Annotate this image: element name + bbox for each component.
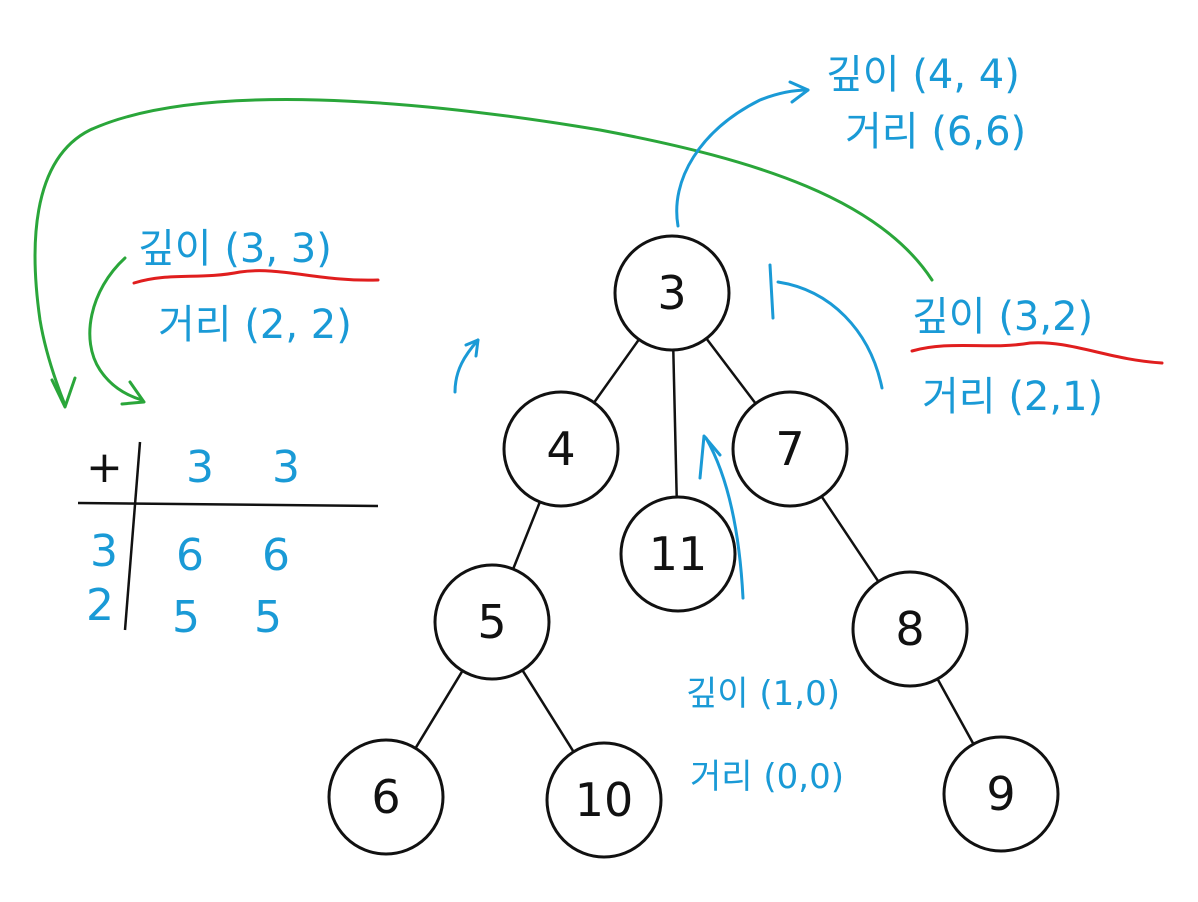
sum-table: + 3 3 3 6 6 2 5 5 [77, 441, 379, 643]
blue-arrow-top [675, 88, 810, 228]
tree-node: 11 [619, 495, 737, 613]
tree-edge [672, 349, 678, 498]
table-cell: 6 [262, 530, 290, 581]
tree-nodes: 3 4 11 7 5 8 6 10 9 [327, 234, 1060, 859]
annotation-bottom-depth: 깊이 (1,0) [686, 674, 840, 714]
tree-node-label: 9 [986, 767, 1015, 821]
tree-node-circle [851, 570, 969, 688]
tree-node: 5 [433, 563, 551, 681]
tree-edges [414, 337, 975, 753]
annotation-bottom: 깊이 (1,0) 거리 (0,0) [686, 674, 844, 797]
tree-node-label: 6 [371, 770, 400, 824]
tree-edge [705, 337, 757, 405]
tree-node-circle [613, 234, 731, 352]
tree-node-label: 7 [775, 422, 804, 476]
blue-arrow-small [453, 338, 480, 394]
annotation-left-underline [132, 269, 380, 285]
table-row-header: 2 [86, 580, 114, 631]
tree-node: 4 [502, 390, 620, 508]
tree-node: 9 [942, 735, 1060, 853]
tree-edge [414, 670, 464, 749]
tree-edge [820, 495, 880, 583]
table-cell: 6 [176, 530, 204, 581]
annotation-left-depth: 깊이 (3, 3) [138, 226, 332, 272]
tree-node: 6 [327, 738, 445, 856]
annotation-right-depth: 깊이 (3,2) [912, 294, 1093, 340]
table-row-header: 3 [90, 526, 118, 577]
table-col-header: 3 [186, 442, 214, 493]
annotation-left: 깊이 (3, 3) 거리 (2, 2) [132, 226, 380, 348]
tree-node-label: 5 [477, 595, 506, 649]
tree-node: 3 [613, 234, 731, 352]
green-arrow-short [88, 256, 144, 402]
tree-node-label: 3 [657, 266, 686, 320]
table-cell: 5 [254, 592, 282, 643]
blue-arrow-bottom [704, 436, 745, 600]
annotation-top: 깊이 (4, 4) 거리 (6,6) [826, 52, 1026, 155]
annotation-right: 깊이 (3,2) 거리 (2,1) [910, 294, 1164, 420]
table-horizontal-rule [77, 501, 379, 508]
tree-node: 10 [545, 741, 663, 859]
table-vertical-rule [123, 441, 142, 631]
tree-node-label: 4 [546, 422, 575, 476]
tree-edge [936, 678, 975, 745]
tree-node-circle [502, 390, 620, 508]
green-arrow-long-head [50, 376, 77, 409]
tree-node-label: 10 [575, 773, 634, 827]
tree-node-circle [327, 738, 445, 856]
blue-arrow-bottom-head [698, 434, 722, 480]
annotation-right-underline [910, 341, 1164, 365]
tree-edge [592, 338, 641, 404]
tree-node-label: 11 [649, 527, 708, 581]
tree-node-circle [942, 735, 1060, 853]
annotation-bottom-distance: 거리 (0,0) [690, 757, 844, 797]
annotation-top-distance: 거리 (6,6) [845, 109, 1026, 155]
blue-arrow-right-head [768, 263, 775, 320]
table-operator: + [86, 442, 123, 493]
tree-node-circle [731, 390, 849, 508]
tree-node-label: 8 [895, 602, 924, 656]
tree-node: 8 [851, 570, 969, 688]
annotation-right-distance: 거리 (2,1) [922, 374, 1103, 420]
tree-edge [511, 501, 542, 570]
annotation-left-distance: 거리 (2, 2) [158, 302, 352, 348]
table-col-header: 3 [272, 442, 300, 493]
tree-node-circle [545, 741, 663, 859]
blue-arrow-right [776, 280, 884, 390]
tree-node-circle [433, 563, 551, 681]
green-arrow-long [33, 98, 934, 407]
annotation-top-depth: 깊이 (4, 4) [826, 52, 1020, 98]
blue-arrow-top-head [788, 80, 810, 104]
tree-edge [521, 669, 575, 753]
tree-node-circle [619, 495, 737, 613]
blue-arrow-small-head [464, 338, 480, 358]
green-arrow-short-head [120, 380, 146, 406]
tree-node: 7 [731, 390, 849, 508]
table-cell: 5 [172, 592, 200, 643]
